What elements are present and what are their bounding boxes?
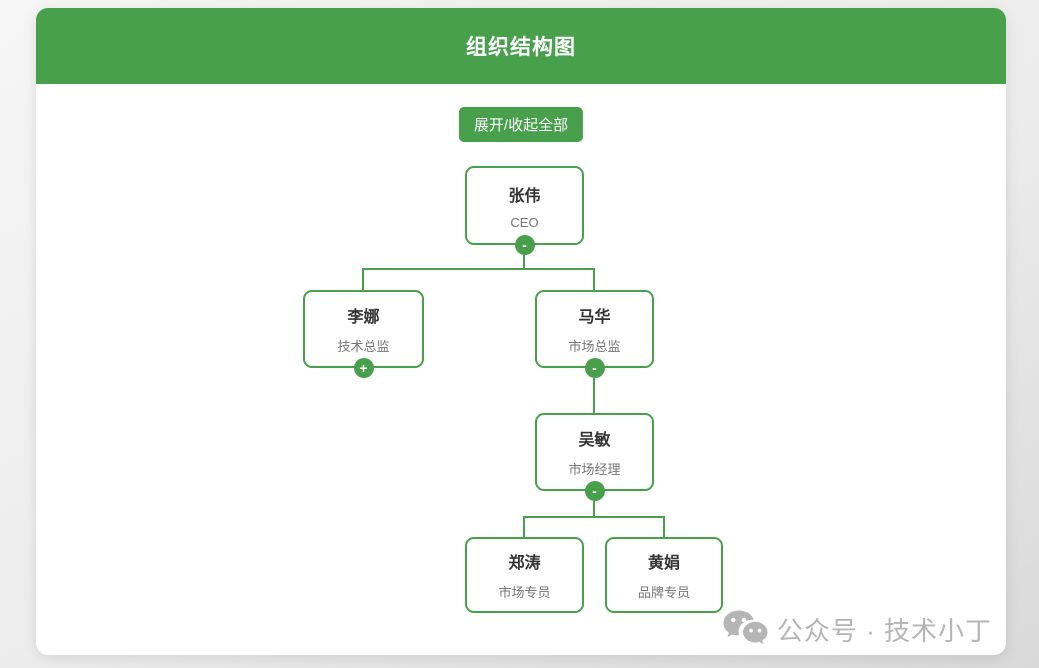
connector-huangjuan-drop [663,516,665,537]
node-title: 技术总监 [337,339,390,354]
node-name: 马华 [578,309,611,326]
collapse-toggle-button[interactable]: - [584,358,605,378]
node-title: CEO [510,214,539,230]
page-title: 组织结构图 [466,36,576,59]
org-chart-card: 组织结构图 展开/收起全部 张伟 CEO - 李娜 技术总监 + 马华 市场总监… [36,8,1006,655]
node-name: 郑涛 [508,555,541,572]
org-node-lina: 李娜 技术总监 + [303,290,424,378]
toggle-all-button[interactable]: 展开/收起全部 [458,107,584,142]
connector-mahua-wumin [593,378,595,413]
node-name: 张伟 [508,187,541,205]
node-title: 市场专员 [498,585,551,600]
connector-wumin-drop [593,501,595,516]
wechat-icon [722,609,769,649]
connector-ceo-drop [523,255,525,268]
card-header: 组织结构图 [36,8,1006,84]
node-name: 吴敏 [578,432,611,449]
org-node-wumin: 吴敏 市场经理 - [535,413,654,501]
connector-ceo-children-bar [362,268,595,270]
org-node-ceo: 张伟 CEO - [465,166,584,255]
org-node-zhengtao: 郑涛 市场专员 [465,537,584,613]
watermark: 公众号 · 技术小丁 [722,609,992,649]
org-node-mahua: 马华 市场总监 - [535,290,654,378]
connector-zhengtao-drop [523,516,525,537]
node-title: 品牌专员 [637,585,690,600]
org-node-huangjuan: 黄娟 品牌专员 [605,537,723,613]
node-title: 市场总监 [568,339,621,354]
collapse-toggle-button[interactable]: - [514,235,535,255]
connector-mahua-drop [593,268,595,290]
node-name: 黄娟 [647,555,680,572]
connector-wumin-children-bar [523,516,665,518]
watermark-text: 公众号 · 技术小丁 [776,615,992,646]
node-name: 李娜 [347,309,380,326]
connector-lina-drop [362,268,364,290]
collapse-toggle-button[interactable]: - [584,481,605,501]
expand-toggle-button[interactable]: + [353,358,374,378]
node-title: 市场经理 [568,462,621,477]
